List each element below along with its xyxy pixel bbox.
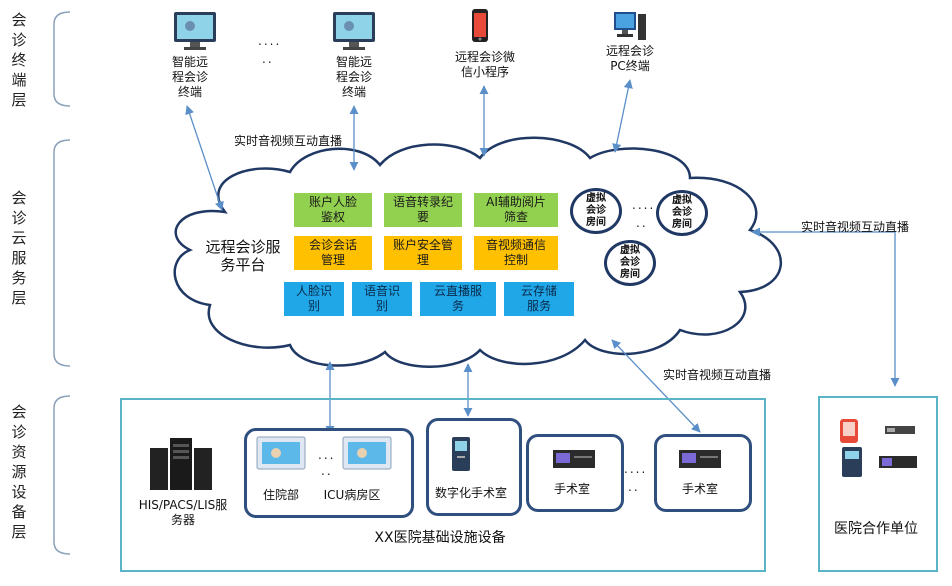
arrow-pc [612, 79, 633, 153]
hospital-frame [120, 398, 766, 572]
smart-terminal-icon [174, 12, 216, 50]
icu-label: ICU病房区 [323, 488, 381, 502]
or-box-2 [654, 434, 752, 512]
link-label-live-3: 实时音视频互动直播 [662, 368, 771, 382]
virtual-room-3: 虚拟 会诊 房间 [604, 240, 656, 286]
arrow-smart1 [185, 105, 224, 211]
module-av-control: 音视频通信 控制 [474, 236, 558, 270]
module-ai-reading: AI辅助阅片 筛查 [474, 193, 558, 227]
layer-label-resource: 会 诊 资 源 设 备 层 [11, 403, 27, 541]
bracket-cloud [53, 139, 71, 367]
smartphone-icon [840, 419, 858, 443]
arrow-or [611, 339, 701, 433]
room-ellipsis: .. [636, 216, 648, 230]
medical-cabinet-icon [452, 437, 470, 471]
or-label-1: 手术室 [553, 482, 590, 496]
pc-icon [614, 12, 646, 40]
smartphone-icon [472, 9, 488, 42]
medical-cabinet-icon [842, 447, 862, 477]
layer-label-terminal: 会 诊 终 端 层 [11, 11, 27, 109]
video-device-icon [679, 450, 721, 468]
hospital-title: XX医院基础设施设备 [374, 530, 506, 546]
module-speech-transcript: 语音转录纪 要 [384, 193, 462, 227]
module-cloud-live: 云直播服 务 [420, 282, 496, 316]
or-box-1 [526, 434, 624, 512]
module-face-recognition: 人脸识 别 [284, 282, 344, 316]
or-label-2: 手术室 [681, 482, 718, 496]
bracket-resource [53, 395, 71, 555]
servers-label: HIS/PACS/LIS服 务器 [138, 498, 228, 527]
arrow-partner [751, 227, 900, 387]
smart-terminal-label-1: 智能远 程会诊 终端 [171, 55, 208, 99]
miniprogram-label: 远程会诊微 信小程序 [454, 50, 515, 79]
ward-ellipsis: .. [321, 464, 333, 478]
ward-ellipsis: ... [318, 448, 336, 462]
module-account-security: 账户安全管 理 [384, 236, 462, 270]
terminal-ellipsis: .. [262, 52, 274, 66]
module-session-mgmt: 会诊会话 管理 [294, 236, 372, 270]
virtual-room-2: 虚拟 会诊 房间 [656, 190, 708, 236]
bracket-terminal [53, 11, 71, 107]
partner-frame [818, 396, 938, 572]
inpatient-label: 住院部 [262, 488, 299, 502]
digital-or-label: 数字化手术室 [434, 486, 507, 500]
link-label-live-2: 实时音视频互动直播 [800, 220, 909, 234]
terminal-ellipsis: .... [258, 34, 282, 48]
or-ellipsis: .. [628, 480, 640, 494]
video-device-icon [885, 426, 915, 434]
module-speech-recognition: 语音识 别 [352, 282, 412, 316]
layer-label-cloud: 会 诊 云 服 务 层 [11, 189, 27, 307]
module-face-auth: 账户人脸 鉴权 [294, 193, 372, 227]
module-cloud-storage: 云存储 服务 [504, 282, 574, 316]
link-label-live-1: 实时音视频互动直播 [233, 134, 342, 148]
virtual-room-1: 虚拟 会诊 房间 [570, 188, 622, 234]
digital-or-box [426, 418, 522, 516]
server-icon [150, 438, 212, 490]
smart-terminal-label-2: 智能远 程会诊 终端 [335, 55, 372, 99]
room-ellipsis: .... [632, 198, 656, 212]
partner-title: 医院合作单位 [834, 521, 918, 537]
video-device-icon [879, 456, 917, 468]
video-device-icon [553, 450, 595, 468]
or-ellipsis: .... [624, 462, 648, 476]
ward-terminal-icon [342, 436, 392, 470]
pc-terminal-label: 远程会诊 PC终端 [605, 44, 654, 73]
ward-terminal-icon [256, 436, 306, 470]
smart-terminal-icon [333, 12, 375, 50]
platform-title: 远程会诊服 务平台 [205, 238, 281, 274]
